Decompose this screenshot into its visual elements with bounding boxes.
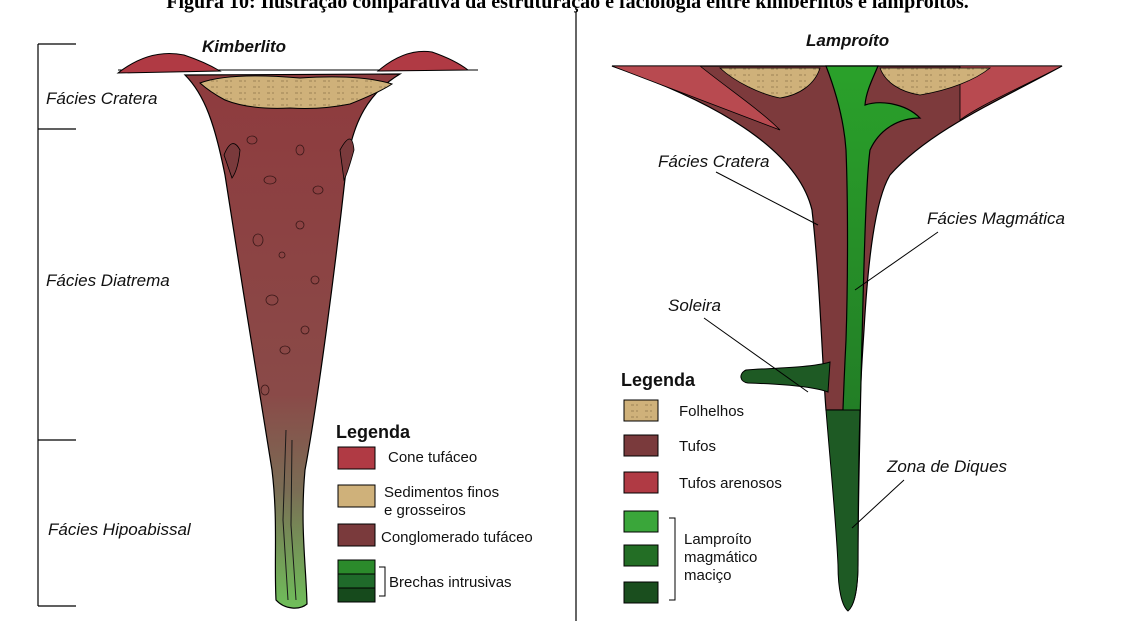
legend-label-conglomerate: Conglomerado tufáceo <box>381 529 533 546</box>
kimberlite-title: Kimberlito <box>202 37 286 56</box>
legend-swatch-tufos-arenosos <box>624 472 658 493</box>
legend-label-sediments: Sedimentos finos <box>384 484 499 501</box>
dyke-zone <box>826 410 860 611</box>
tuff-cone-right <box>378 51 468 71</box>
legend-swatch-tufos <box>624 435 658 456</box>
facies-cratera-label-lamp: Fácies Cratera <box>658 152 769 171</box>
kimberlite-legend: Legenda Cone tufáceo Sedimentos finos e … <box>336 422 533 602</box>
lamproite-title: Lamproíto <box>806 31 889 50</box>
legend-swatch-conglomerate <box>338 524 375 546</box>
legend-swatch-cone <box>338 447 375 469</box>
facies-cratera-label: Fácies Cratera <box>46 89 157 108</box>
legend-label-tufos: Tufos <box>679 438 716 455</box>
facies-magmatica-label: Fácies Magmática <box>927 209 1065 228</box>
legend-label-magmatic-3: maciço <box>684 567 732 584</box>
kimberlite-panel: Fácies Cratera Fácies Diatrema Fácies Hi… <box>38 37 533 608</box>
legend-swatch-sediments <box>338 485 375 507</box>
facies-diatrema-label: Fácies Diatrema <box>46 271 170 290</box>
legend-swatch-magmatic-2 <box>624 545 658 566</box>
legend-swatch-breccia-3 <box>338 588 375 602</box>
legend-label-magmatic-2: magmático <box>684 549 757 566</box>
legend-swatch-folhelhos <box>624 400 658 421</box>
lamproite-crater <box>612 66 1062 410</box>
legend-bracket-lamp <box>669 518 675 600</box>
kimberlite-legend-title: Legenda <box>336 422 411 442</box>
legend-swatch-breccia-2 <box>338 574 375 588</box>
lamproite-legend: Legenda Folhelhos Tufos Tufos arenosos L… <box>621 370 782 603</box>
legend-bracket <box>379 567 385 596</box>
legend-label-magmatic-1: Lamproíto <box>684 531 752 548</box>
facies-hipoabissal-label: Fácies Hipoabissal <box>48 520 192 539</box>
legend-label-sediments-2: e grosseiros <box>384 502 466 519</box>
lamproite-legend-title: Legenda <box>621 370 696 390</box>
legend-label-tufos-arenosos: Tufos arenosos <box>679 475 782 492</box>
sill <box>741 362 830 392</box>
zona-diques-label: Zona de Diques <box>886 457 1008 476</box>
legend-label-breccia: Brechas intrusivas <box>389 574 512 591</box>
soleira-label: Soleira <box>668 296 721 315</box>
legend-label-cone: Cone tufáceo <box>388 449 477 466</box>
legend-swatch-magmatic-3 <box>624 582 658 603</box>
legend-swatch-breccia-1 <box>338 560 375 574</box>
legend-label-folhelhos: Folhelhos <box>679 403 744 420</box>
tuff-cone-left <box>118 53 220 73</box>
legend-swatch-magmatic-1 <box>624 511 658 532</box>
lamproite-panel: Lamproíto Fácies Cratera Fácies Magmátic… <box>612 31 1065 611</box>
